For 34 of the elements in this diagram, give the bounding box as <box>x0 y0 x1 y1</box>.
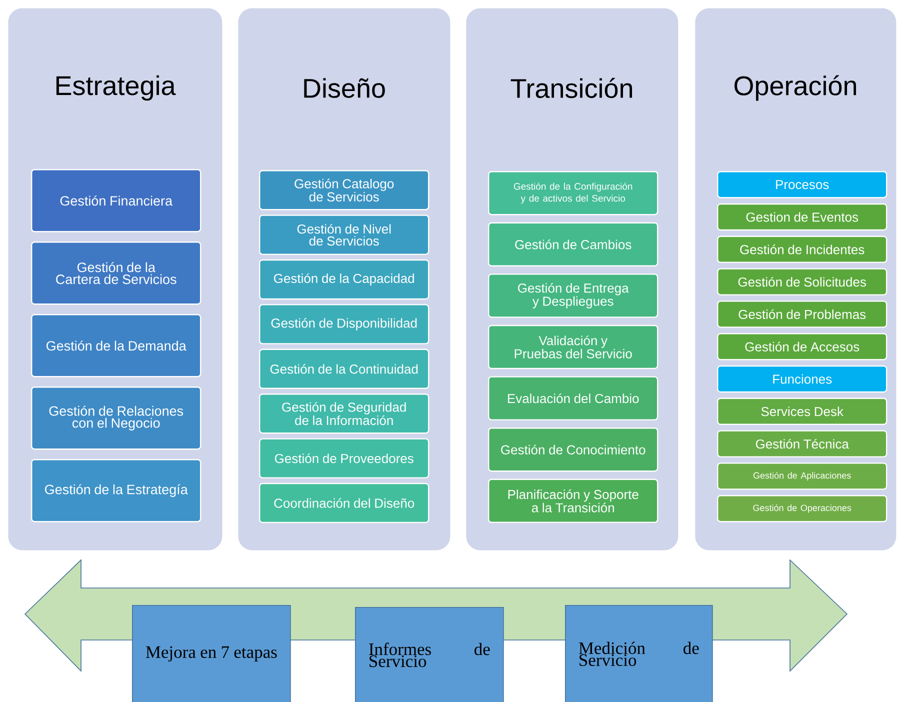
process-box: Gestión de Nivel de Servicios <box>259 214 430 255</box>
process-box: Gestión de la Configuración y de activos del Servicio <box>488 171 658 216</box>
process-box: Medición de Servicio <box>565 605 713 702</box>
process-box: Gestión de la Capacidad <box>259 259 430 300</box>
process-box: Gestión de Proveedores <box>259 438 430 478</box>
process-box: Gestión Catalogo de Servicios <box>259 170 430 210</box>
process-box: Funciones <box>717 365 888 393</box>
process-box: Coordinación del Diseño <box>259 482 430 524</box>
process-box: Gestión de Incidentes <box>717 236 888 263</box>
process-box: Gestión de Solicitudes <box>717 268 888 296</box>
process-box: Procesos <box>717 171 888 198</box>
process-box: Gestión Técnica <box>717 430 888 458</box>
process-box: Gestión de la Demanda <box>31 314 202 378</box>
process-box: Gestión de la Cartera de Servicios <box>31 242 202 305</box>
process-box: Gestion de Eventos <box>717 203 888 231</box>
process-box: Gestión de Operaciones <box>717 495 888 522</box>
process-box: Services Desk <box>717 398 888 425</box>
process-box: Gestión de Accesos <box>717 333 888 360</box>
process-box: Gestión Financiera <box>31 169 202 232</box>
process-box: Gestión de Conocimiento <box>488 428 658 472</box>
process-box: Gestión de Aplicaciones <box>717 462 888 490</box>
process-box: Gestión de Cambios <box>488 222 658 266</box>
process-box: Gestión de Seguridad de la Información <box>259 394 430 434</box>
process-box: Evaluación del Cambio <box>488 376 658 420</box>
process-box: Mejora en 7 etapas <box>132 605 291 702</box>
process-box: Validación y Pruebas del Servicio <box>488 324 658 370</box>
process-box: Gestión de Entrega y Despliegues <box>488 274 658 318</box>
process-box: Gestión de Relaciones con el Negocio <box>31 386 202 450</box>
process-box: Informes de Servicio <box>355 607 504 702</box>
process-box: Gestión de Disponibilidad <box>259 304 430 344</box>
process-box: Gestión de la Estrategía <box>31 459 202 522</box>
process-box: Planificación y Soporte a la Transición <box>488 478 658 523</box>
process-box: Gestión de la Continuidad <box>259 348 430 389</box>
process-box: Gestión de Problemas <box>717 300 888 328</box>
